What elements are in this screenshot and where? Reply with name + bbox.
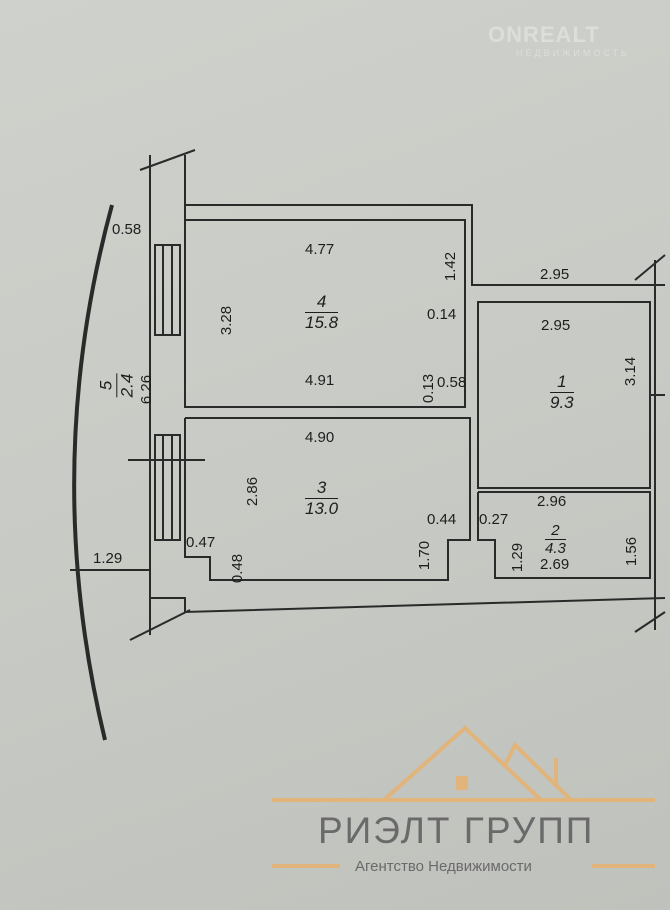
balcony-arc [72,204,114,741]
outer-wall-top [185,204,665,286]
dim: 1.70 [416,540,434,571]
dim: 2.96 [537,493,567,510]
dim: 4.91 [305,372,335,389]
watermark: ONREALT НЕДВИЖИМОСТЬ [488,22,630,58]
logo-title: РИЭЛТ ГРУПП [318,810,595,851]
room-number: 2 [545,522,566,540]
window-room4 [154,244,181,336]
room-number: 5 [96,373,118,398]
dim: 2.95 [540,266,570,283]
dim: 1.56 [623,536,641,567]
room-2-outline [477,491,651,579]
dim: 4.90 [305,429,335,446]
room-area: 15.8 [305,313,339,332]
logo-house-icon [272,725,655,868]
dim: 2.69 [540,556,570,573]
dim: 2.86 [244,476,262,507]
room-area: 2.4 [117,373,137,398]
dim: 1.29 [509,542,527,573]
dim: 0.48 [229,553,247,584]
dim: 0.44 [427,511,457,528]
dim: 1.29 [93,550,123,567]
dim: 4.77 [305,241,335,258]
room-number: 3 [305,478,339,499]
dim: 3.14 [622,356,640,387]
room-number: 4 [305,292,339,313]
dim: 0.47 [186,534,216,551]
dim: 0.14 [427,306,457,323]
dim: 0.27 [479,511,509,528]
dim: 0.58 [112,221,142,238]
watermark-brand: ONREALT [488,22,600,47]
room-area: 4.3 [545,540,566,557]
room-3-outline [184,417,471,581]
dim: 6.26 [138,374,156,405]
dim: 0.58 [437,374,467,391]
room-number: 1 [550,372,574,393]
window-room3 [154,434,181,541]
outer-wall-bottom [150,597,666,614]
logo-subtitle: Агентство Недвижимости [355,858,532,875]
dim: 1.42 [442,251,460,282]
dim: 2.95 [541,317,571,334]
room-area: 13.0 [305,499,339,518]
room-4-outline [184,219,466,408]
dim: 3.28 [218,305,236,336]
room-area: 9.3 [550,393,574,412]
watermark-tagline: НЕДВИЖИМОСТЬ [516,48,630,58]
dim: 0.13 [420,373,438,404]
